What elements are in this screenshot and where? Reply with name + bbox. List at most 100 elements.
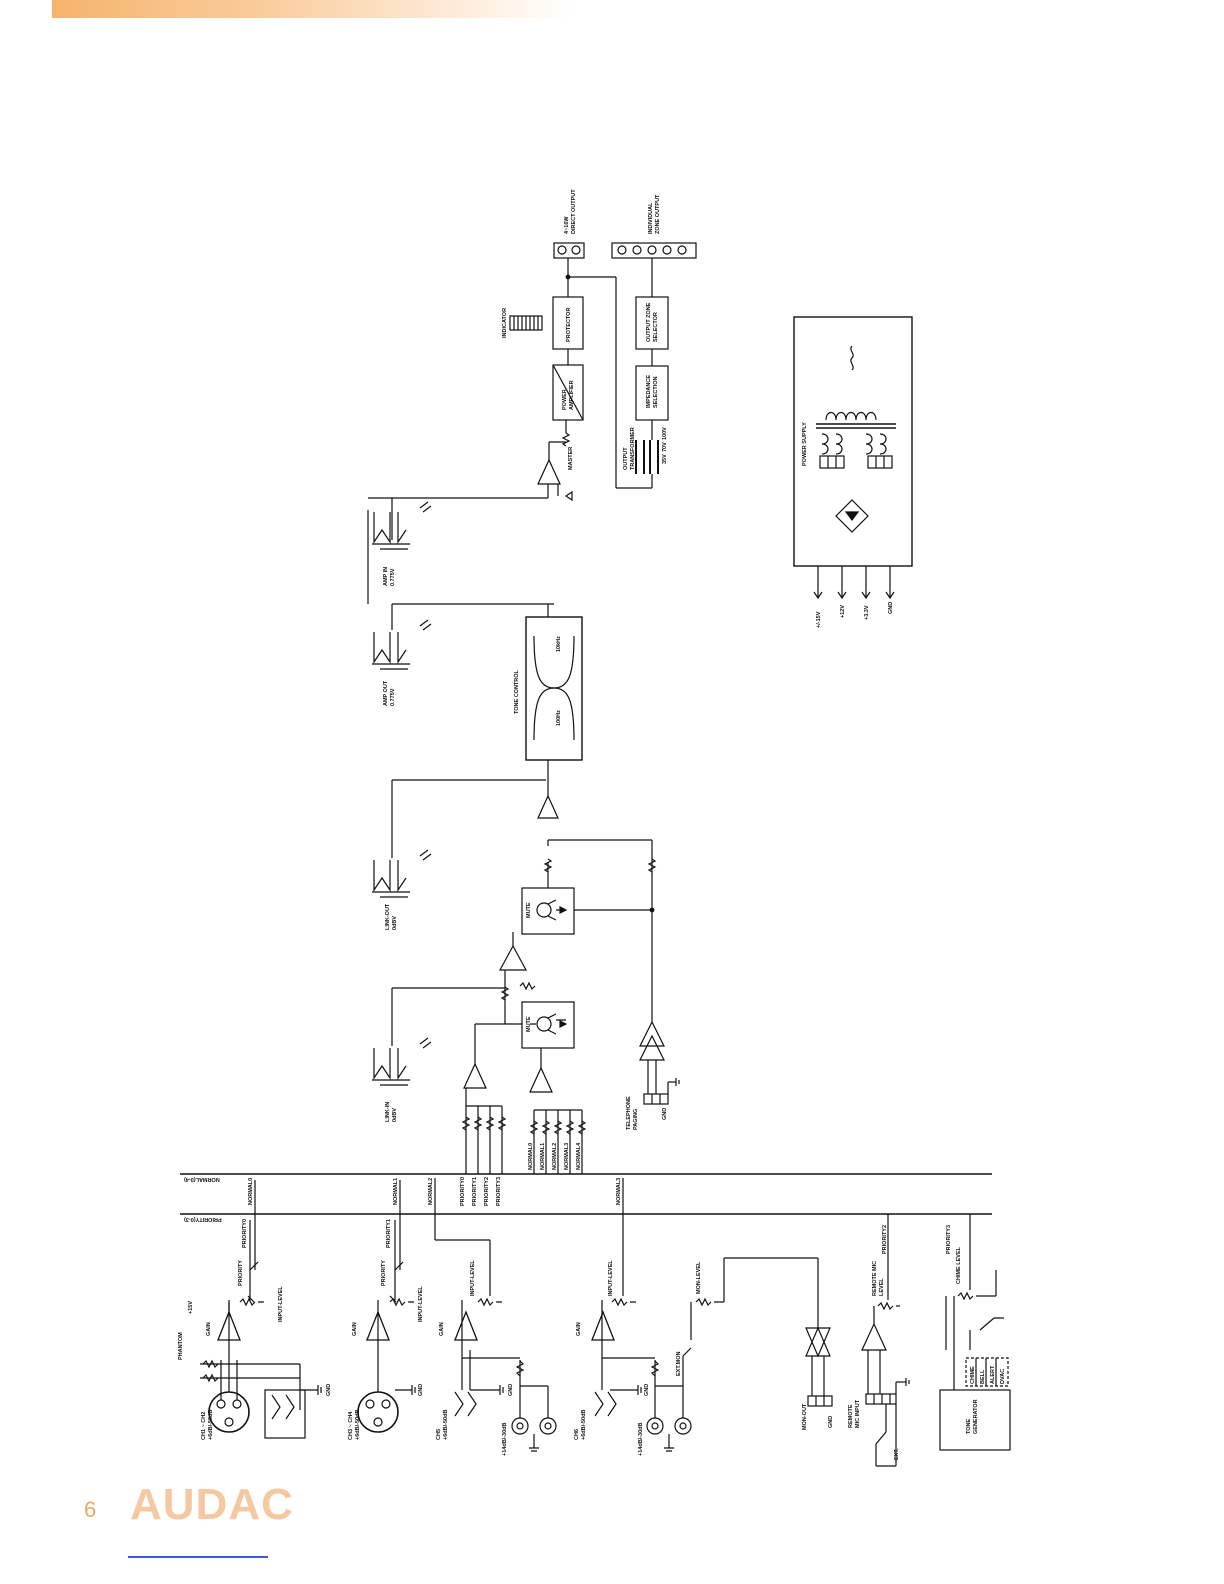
ch1-gain-label: +6dB/-50dB <box>208 1410 214 1440</box>
rail-15v: +/-15V <box>816 611 822 628</box>
input-level-label-6: INPUT-LEVEL <box>608 1260 614 1296</box>
direct-out-label-2: DIRECT OUTPUT <box>571 189 577 234</box>
master-label: MASTER <box>568 447 574 470</box>
priority-label-3: PRIORITY <box>381 1260 387 1286</box>
power-amp-label-2: AMPLIFIER <box>569 380 575 410</box>
pr-sum-2: PRIORITY2 <box>484 1177 490 1206</box>
ch6-gain-label: +6dB/-50dB <box>581 1410 587 1440</box>
chime-priority-label: PRIORITY3 <box>946 1225 952 1254</box>
input-channel-1: CH1 ~ CH2 +6dB/-50dB PHANTOM +15V GND GA… <box>178 1180 332 1440</box>
power-supply: POWER SUPPLY +/-15V +12V +3.3V GND <box>793 316 913 628</box>
normal3-tap: NORMAL3 <box>616 1178 622 1205</box>
link-out-level: 0dBV <box>392 916 398 930</box>
bus-tap-labels: NORMAL0 PRIORITY0 NORMAL1 PRIORITY1 NORM… <box>242 1178 622 1248</box>
ch6-label: CH6 <box>574 1429 580 1440</box>
bus-lines: NORMAL(0-4) PRIORITY(0-3) <box>180 1173 992 1222</box>
rail-12v: +12V <box>840 605 846 618</box>
ch5-gain-label: +6dB/-50dB <box>443 1410 449 1440</box>
chime-option-alert: ALERT <box>990 1365 996 1384</box>
ch6-line-gain-label: +14dB/-30dB <box>638 1423 644 1456</box>
ext-mon-label: EXT.MON <box>676 1352 682 1376</box>
tap-100v: 100V <box>662 427 668 440</box>
page-number: 6 <box>84 1497 97 1522</box>
mon-out-label: MON-OUT <box>802 1403 808 1430</box>
power-supply-label: POWER SUPPLY <box>802 422 808 466</box>
tone-control-label: TONE CONTROL <box>514 669 520 714</box>
telephone-paging: TELEPHONE PAGING GND <box>626 1020 680 1130</box>
brand-logo: AUDAC <box>130 1480 294 1529</box>
normal-summing: NORMAL0 NORMAL1 NORMAL2 NORMAL3 NORMAL4 <box>528 1048 587 1174</box>
footer-link-line <box>128 1556 268 1558</box>
gain-label-5: GAIN <box>439 1322 445 1336</box>
phantom-label: PHANTOM <box>178 1332 184 1360</box>
paging-label: PAGING <box>633 1109 639 1130</box>
priority-label-1: PRIORITY <box>238 1260 244 1286</box>
amp-in-label: AMP IN <box>383 567 389 586</box>
tap-35v: 35V <box>662 454 668 464</box>
ext-label: EXT. <box>894 1448 900 1460</box>
plus15-label: +15V <box>188 1301 194 1314</box>
nr-sum-3: NORMAL3 <box>564 1143 570 1170</box>
impedance-label-2: SELECTION <box>653 376 659 408</box>
chime-option-chime: CHIME <box>970 1366 976 1384</box>
nr-sum-2: NORMAL2 <box>552 1143 558 1170</box>
gnd-label-5: GND <box>508 1384 514 1396</box>
nr-sum-0: NORMAL0 <box>528 1143 534 1170</box>
chime-option-dvac: DVAC <box>1000 1369 1006 1384</box>
priority-summing: PRIORITY0 PRIORITY1 PRIORITY2 PRIORITY3 <box>460 1024 507 1206</box>
pr-sum-3: PRIORITY3 <box>496 1177 502 1206</box>
mon-gnd-label: GND <box>828 1416 834 1428</box>
ch5-line-gain-label: +14dB/-30dB <box>502 1423 508 1456</box>
mon-level-label: MON-LEVEL <box>696 1261 702 1294</box>
mute-and-link: LINK-IN 0dBV LINK-OUT 0dBV MUTE MUTE <box>372 760 657 1122</box>
chime-level-label: CHIME LEVEL <box>956 1246 962 1284</box>
normal0-tap: NORMAL0 <box>248 1178 254 1205</box>
header-accent-bar <box>52 0 572 18</box>
link-in-label: LINK-IN <box>385 1102 391 1122</box>
treble-label: 10kHz <box>556 636 562 652</box>
indicator-label: INDICATOR <box>502 308 508 338</box>
remote-mic-level-label-2: LEVEL <box>879 1278 885 1296</box>
tap-70v: 70V <box>662 442 668 452</box>
monitor-output: MON-OUT GND <box>802 1326 834 1430</box>
input-level-label-5: INPUT-LEVEL <box>470 1260 476 1296</box>
tone-generator-label-2: GENERATOR <box>973 1399 979 1434</box>
pr-sum-1: PRIORITY1 <box>472 1177 478 1206</box>
input-channel-3: CH3 ~ CH4 +6dB/-50dB GND GAIN INPUT-LEVE… <box>348 1180 424 1440</box>
remote-mic-level-label: REMOTE MIC <box>872 1261 878 1296</box>
amp-out-amp-in: AMP OUT 0.775V AMP IN 0.775V <box>367 484 549 706</box>
input-level-label-3: INPUT-LEVEL <box>418 1286 424 1322</box>
output-transformer-label: OUTPUT <box>623 447 629 470</box>
normal2-tap: NORMAL2 <box>428 1178 434 1205</box>
chime-option-bell: BELL <box>980 1369 986 1384</box>
amp-in-level: 0.775V <box>390 568 396 586</box>
telephone-label: TELEPHONE <box>626 1096 632 1130</box>
direct-out-label: 4~16W <box>564 216 570 234</box>
protector-label: PROTECTOR <box>566 308 572 342</box>
tone-generator-label: TONE <box>966 1418 972 1434</box>
gnd-label-6: GND <box>644 1384 650 1396</box>
gain-label-1: GAIN <box>206 1322 212 1336</box>
bus-label-normal: NORMAL(0-4) <box>184 1176 220 1182</box>
input-channel-5: CH5 +6dB/-50dB +14dB/-30dB GND GAIN INPU… <box>434 1178 557 1456</box>
remote-priority-label: PRIORITY2 <box>882 1225 888 1254</box>
priority1-tap: PRIORITY1 <box>386 1219 392 1248</box>
ch1-label: CH1 ~ CH2 <box>201 1412 207 1440</box>
link-out-label: LINK-OUT <box>385 903 391 930</box>
bass-label: 100Hz <box>556 710 562 726</box>
impedance-label: IMPEDANCE <box>646 375 652 408</box>
link-in-level: 0dBV <box>392 1108 398 1122</box>
tone-control: TONE CONTROL 100Hz 10kHz <box>392 603 583 761</box>
gnd-label-3: GND <box>418 1384 424 1396</box>
telephone-gnd-label: GND <box>662 1108 668 1120</box>
remote-mic-and-chime: REMOTE MIC INPUT REMOTE MIC LEVEL PRIORI… <box>848 1214 1011 1467</box>
rail-3v3: +3.3V <box>864 605 870 620</box>
bus-label-priority: PRIORITY(0-3) <box>184 1216 222 1222</box>
ch5-label: CH5 <box>436 1429 442 1440</box>
amp-out-level: 0.775V <box>390 688 396 706</box>
nr-sum-1: NORMAL1 <box>540 1143 546 1170</box>
mute-label-1: MUTE <box>526 1016 532 1032</box>
priority0-tap: PRIORITY0 <box>242 1219 248 1248</box>
normal1-tap: NORMAL1 <box>393 1178 399 1205</box>
